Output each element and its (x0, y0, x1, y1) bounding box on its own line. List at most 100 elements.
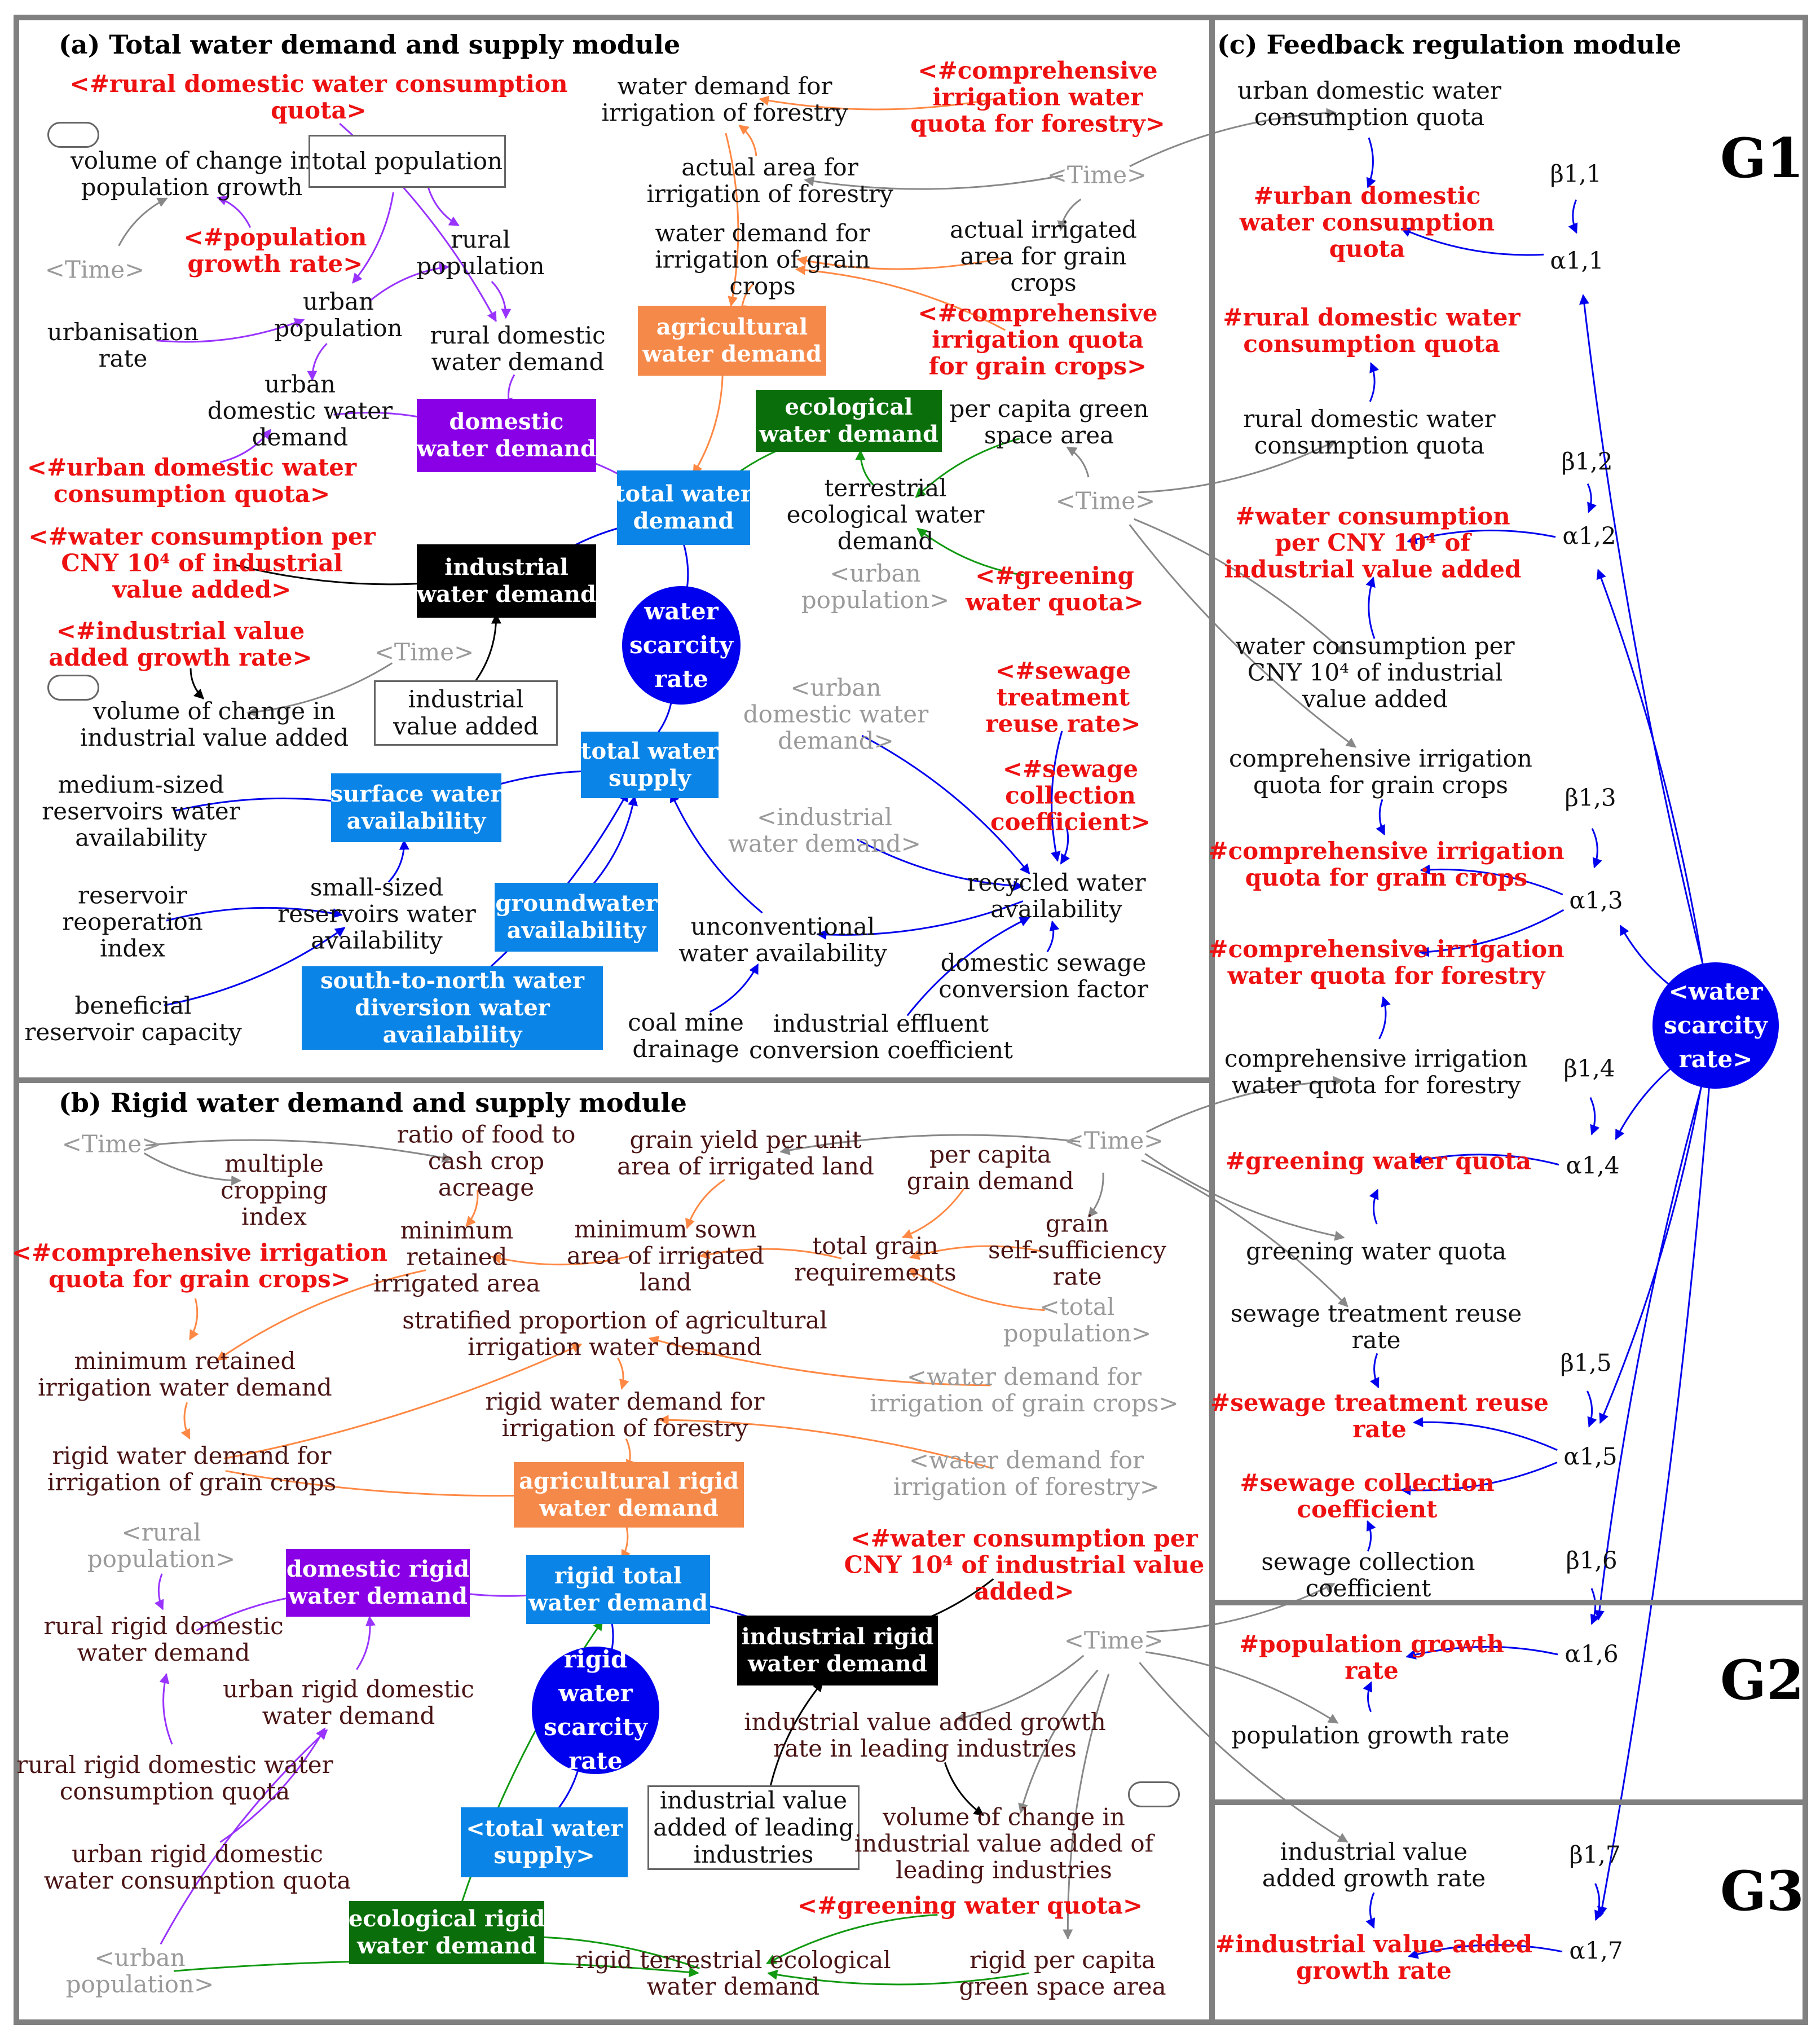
node-b9: total grain requirements (794, 1232, 957, 1286)
arrow-a35-to-a46 (861, 734, 1030, 874)
arrow-c17-to-c5 (1579, 294, 1711, 993)
node-b34: urban rigid domestic water consumption q… (43, 1840, 351, 1894)
node-c32: population growth rate (1231, 1721, 1510, 1749)
node-a7: urbanisation rate (47, 318, 199, 372)
node-a36: <#sewage treatment reuse rate> (985, 657, 1141, 738)
arrow-a36-to-a46 (1050, 730, 1063, 862)
arrow-c29-to-c31 (1590, 1588, 1600, 1625)
node-b19: agricultural rigid water demand (514, 1462, 744, 1528)
node-a22: <Time> (1047, 161, 1147, 189)
arrow-c18-to-c16 (1378, 996, 1391, 1040)
node-a26: <#comprehensive irrigation quota for gra… (918, 299, 1158, 380)
arrow-b3-to-b7 (465, 1189, 479, 1227)
node-b21: domestic rigid water demand (286, 1549, 470, 1617)
arrow-a19-to-a25 (725, 133, 739, 307)
node-a3: total population (309, 135, 506, 188)
node-b18: <water demand for irrigation of forestry… (893, 1446, 1160, 1500)
node-a14: industrial water demand (417, 544, 596, 618)
arrow-b20-to-b24 (154, 1573, 164, 1610)
node-b16: rigid water demand for irrigation of for… (485, 1388, 765, 1442)
node-c16: #comprehensive irrigation water quota fo… (1208, 935, 1565, 989)
node-c1: urban domestic water consumption quota (1237, 77, 1501, 131)
node-a46: recycled water availability (967, 869, 1146, 923)
node-a25: agricultural water demand (638, 306, 826, 376)
node-a27: ecological water demand (756, 390, 942, 452)
node-a43: small-sized reservoirs water availabilit… (277, 873, 476, 954)
group-g1-label: G1 (1720, 126, 1804, 190)
node-a37: <#sewage collection coefficient> (990, 755, 1151, 836)
arrow-a42-to-a43 (166, 906, 343, 922)
arrow-b11-to-b14 (189, 1298, 199, 1341)
arrow-b6-to-c23 (1141, 1159, 1349, 1308)
node-a19: water demand for irrigation of forestry (601, 72, 848, 126)
node-a33: <#greening water quota> (966, 562, 1144, 616)
node-c33: industrial value added growth rate (1262, 1838, 1486, 1892)
arrow-b39-to-b38 (767, 1969, 1029, 1986)
node-b4: grain yield per unit area of irrigated l… (617, 1126, 874, 1180)
arrow-b18-to-b16 (658, 1415, 994, 1469)
node-a9: rural domestic water demand (430, 322, 606, 376)
arrow-a20-to-a19 (759, 95, 1004, 111)
node-b17: rigid water demand for irrigation of gra… (47, 1442, 337, 1496)
arrow-a12-to-a10 (220, 429, 272, 463)
node-a32: <urban population> (801, 560, 950, 614)
node-b30: rural rigid domestic water consumption q… (16, 1751, 333, 1805)
arrow-b15-to-b13 (648, 1336, 991, 1387)
arrow-a31-to-c12 (1129, 524, 1357, 748)
arrow-a4-to-a2 (216, 196, 252, 228)
arrow-b13-to-b16 (617, 1357, 629, 1390)
node-a34: water scarcity rate (622, 586, 741, 705)
arrow-b8-to-b7 (491, 1253, 632, 1266)
arrow-a28-to-a30 (915, 438, 1020, 498)
node-c31: α1,6 (1565, 1640, 1619, 1668)
arrow-c8-to-c10 (1587, 483, 1597, 513)
arrow-a41-to-a46 (857, 838, 1024, 891)
arrow-a44-to-a38 (590, 795, 638, 887)
node-c7: rural domestic water consumption quota (1243, 405, 1496, 459)
node-c14: #comprehensive irrigation quota for grai… (1208, 837, 1565, 891)
arrow-c12-to-c14 (1376, 799, 1386, 836)
arrow-c31-to-c30 (1405, 1645, 1558, 1660)
arrow-c23-to-c25 (1370, 1353, 1380, 1389)
arrow-c17-to-c10 (1596, 569, 1708, 993)
arrow-a31-to-c7 (1138, 440, 1337, 494)
arrow-b12-to-b9 (907, 1268, 1045, 1312)
node-c5: α1,1 (1550, 247, 1604, 275)
arrow-b6-to-c22 (1144, 1153, 1345, 1241)
node-a47: beneficial reservoir capacity (24, 992, 242, 1046)
node-b7: minimum retained irrigated area (373, 1216, 540, 1297)
node-a45: unconventional water availability (678, 913, 887, 967)
node-a49: coal mine drainage (628, 1009, 744, 1063)
node-a28: per capita green space area (949, 395, 1149, 449)
arrow-c3-to-c5 (1568, 199, 1578, 234)
node-b26: urban rigid domestic water demand (223, 1675, 474, 1729)
node-b31: <total water supply> (461, 1807, 628, 1877)
node-b23: <#water consumption per CNY 10⁴ of indus… (844, 1524, 1205, 1605)
node-b10: grain self-sufficiency rate (988, 1209, 1167, 1291)
arrow-c7-to-c6 (1369, 362, 1380, 402)
arrow-c33-to-c35 (1365, 1892, 1376, 1929)
node-b32: industrial value added of leading indust… (647, 1785, 860, 1870)
arrow-b26-to-b21 (356, 1616, 376, 1670)
node-c6: #rural domestic water consumption quota (1223, 303, 1521, 358)
arrow-c17-to-c26 (1599, 1058, 1707, 1424)
node-c10: α1,2 (1562, 522, 1616, 550)
node-c13: β1,3 (1565, 784, 1616, 812)
arrow-b1-to-b2 (143, 1152, 242, 1186)
arrow-a50-to-a46 (906, 917, 1030, 1016)
node-c27: #sewage collection coefficient (1240, 1469, 1495, 1523)
node-a12: <#urban domestic water consumption quota… (27, 454, 357, 508)
node-c28: sewage collection coefficient (1261, 1548, 1475, 1602)
arrow-a25-to-a29 (693, 373, 724, 476)
arrow-b9-to-b8 (699, 1248, 842, 1260)
node-c15: α1,3 (1569, 886, 1623, 914)
arrow-a22-to-a21 (804, 174, 1064, 190)
arrow-b6-to-b4 (779, 1134, 1081, 1155)
arrow-b28-to-c33 (1139, 1662, 1349, 1843)
node-a17: volume of change in industrial value add… (80, 697, 349, 751)
node-c24: β1,5 (1560, 1349, 1612, 1377)
arrow-b37-to-b26 (160, 1729, 328, 1945)
node-b3: ratio of food to cash crop acreage (396, 1120, 576, 1202)
arrow-b4-to-b8 (685, 1179, 725, 1229)
node-b1: <Time> (61, 1130, 162, 1158)
